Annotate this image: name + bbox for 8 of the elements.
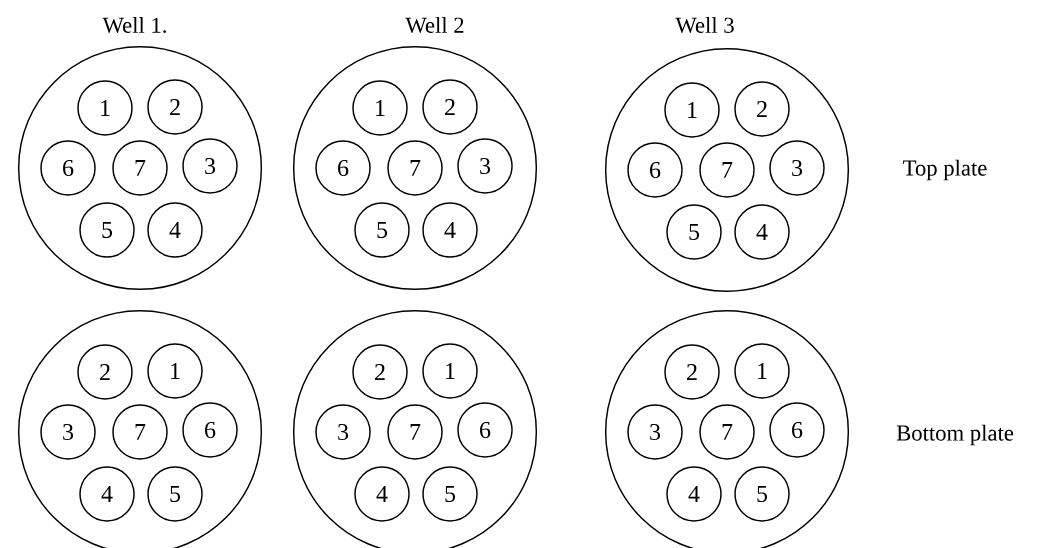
column-heading: Well 2 xyxy=(405,16,464,33)
column-heading: Well 3 xyxy=(675,16,734,33)
row-label: Bottom plate xyxy=(896,424,1014,446)
well-circle xyxy=(17,45,263,291)
well-circle xyxy=(604,47,850,293)
row-label: Top plate xyxy=(903,159,987,181)
well-circle xyxy=(292,45,538,291)
column-heading: Well 1. xyxy=(102,16,166,33)
